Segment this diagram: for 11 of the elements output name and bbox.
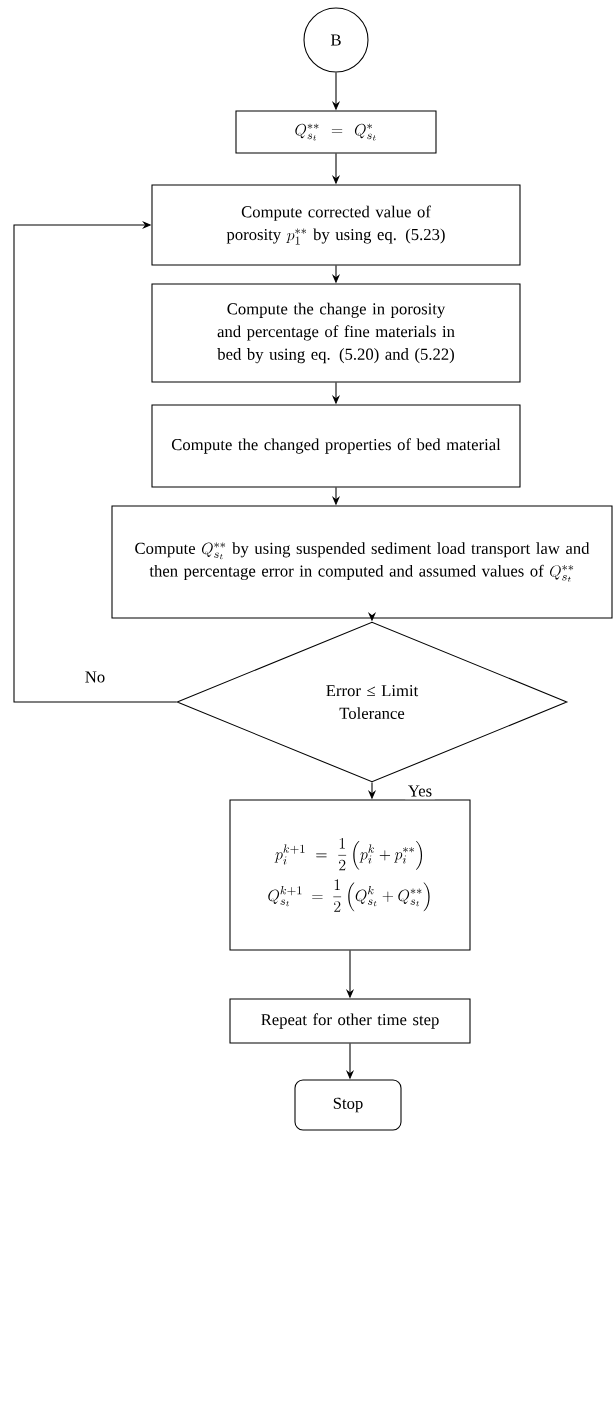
process-box: Compute the change in porosity and percentage of fine materials in bed by using eq. (5.20) and (5.22) — [151, 283, 521, 383]
edge-label: Yes — [405, 782, 435, 800]
process-box: $p_i^{k+1} = \frac{1}{2}\left(p_i^{k} + p_i^{**}\right)$ $Q_{s_t}^{k+1} = \frac{1}{2}\left(Q_{s_t}^{k} + Q_{s_t}^{**}\right)$ — [229, 799, 471, 951]
process-box: Compute $Q_{s_t}^{**}$ by using suspended sediment load transport law and then percentage error in computed and assumed values of $Q_{s_t}^{**}$ — [111, 505, 613, 619]
process-box: $Q_{s_t}^{**} = Q_{s_t}^{*}$ — [235, 110, 437, 154]
arrow — [13, 220, 177, 703]
process-box: Compute the changed properties of bed material — [151, 404, 521, 488]
terminal-box: Stop — [294, 1079, 402, 1131]
process-box: Repeat for other time step — [229, 998, 471, 1044]
process-box: Compute corrected value of porosity $p_1^{**}$ by using eq. (5.23) — [151, 184, 521, 266]
edge-label: No — [82, 668, 108, 686]
